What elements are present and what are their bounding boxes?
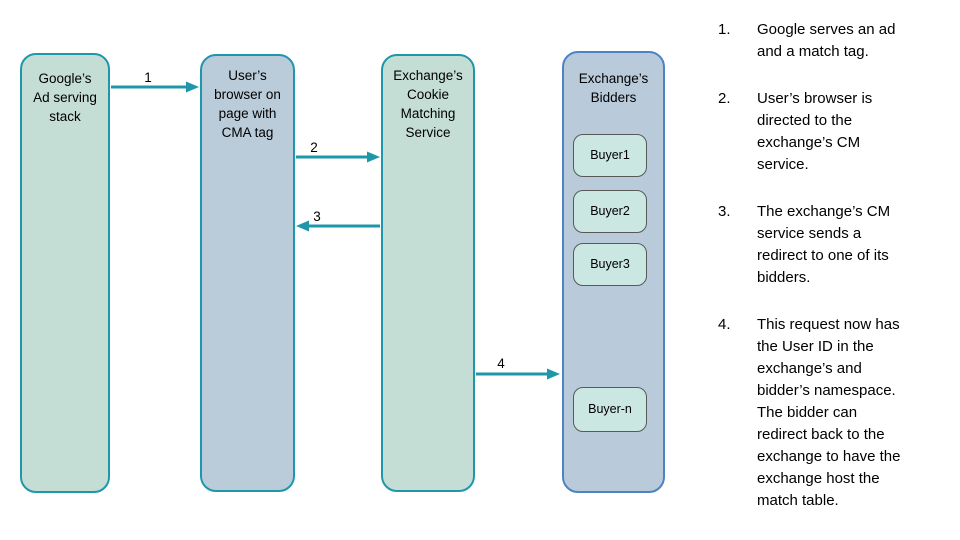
- node-label: User’s browser on page with CMA tag: [214, 68, 281, 140]
- buyer-box-3: Buyer3: [573, 243, 647, 286]
- step-text: This request now has the User ID in the …: [757, 316, 901, 509]
- node-users-browser: User’s browser on page with CMA tag: [200, 54, 295, 492]
- step-item-4: 4. This request now has the User ID in t…: [718, 314, 932, 512]
- steps-list: 1. Google serves an ad and a match tag. …: [718, 19, 932, 537]
- buyer-box-1: Buyer1: [573, 134, 647, 177]
- buyer-box-n: Buyer-n: [573, 387, 647, 432]
- buyer-box-2: Buyer2: [573, 190, 647, 233]
- step-number: 1.: [718, 21, 731, 38]
- node-exchange-cookie-matching-service: Exchange’s Cookie Matching Service: [381, 54, 475, 492]
- arrow-1: 1: [111, 70, 199, 93]
- step-text: User’s browser is directed to the exchan…: [757, 90, 873, 173]
- step-item-2: 2. User’s browser is directed to the exc…: [718, 88, 932, 176]
- arrow-3-label: 3: [313, 209, 321, 224]
- node-label: Google’s Ad serving stack: [33, 71, 97, 124]
- arrow-3: 3: [296, 209, 380, 232]
- step-number: 2.: [718, 90, 731, 107]
- node-googles-ad-serving-stack: Google’s Ad serving stack: [20, 53, 110, 493]
- step-item-1: 1. Google serves an ad and a match tag.: [718, 19, 932, 63]
- arrow-1-label: 1: [144, 70, 152, 85]
- step-number: 3.: [718, 203, 731, 220]
- node-exchange-bidders: Exchange’s Bidders Buyer1 Buyer2 Buyer3 …: [562, 51, 665, 493]
- step-text: The exchange’s CM service sends a redire…: [757, 203, 891, 286]
- node-label: Exchange’s Bidders: [578, 71, 649, 105]
- node-label: Exchange’s Cookie Matching Service: [393, 68, 463, 140]
- step-number: 4.: [718, 316, 731, 333]
- step-item-3: 3. The exchange’s CM service sends a red…: [718, 201, 932, 289]
- arrow-2-label: 2: [310, 140, 318, 155]
- arrow-4-label: 4: [497, 356, 505, 371]
- arrow-2: 2: [296, 140, 380, 163]
- arrow-4: 4: [476, 356, 560, 380]
- step-text: Google serves an ad and a match tag.: [757, 21, 896, 60]
